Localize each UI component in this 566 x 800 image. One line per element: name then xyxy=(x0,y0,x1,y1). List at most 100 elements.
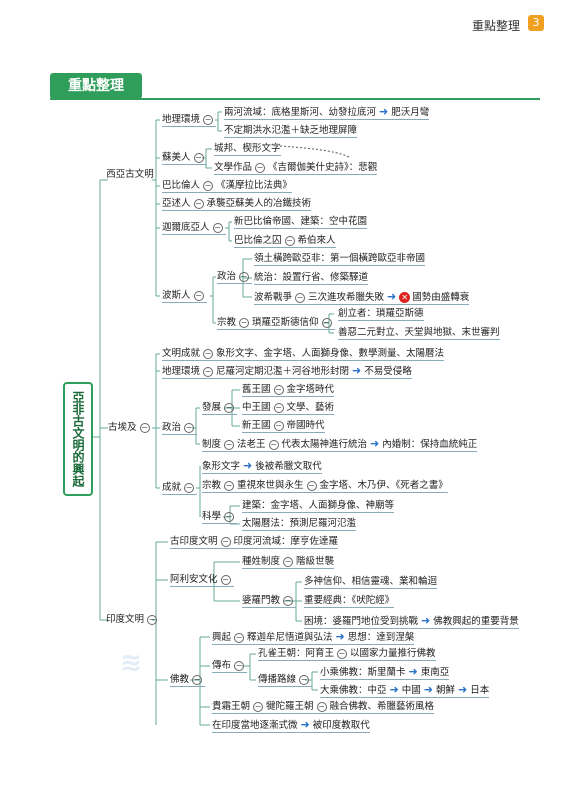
node-aryan: 阿利安文化 xyxy=(170,573,234,587)
collapse-icon[interactable] xyxy=(193,198,204,209)
title-divider xyxy=(50,98,540,100)
collapse-icon[interactable] xyxy=(192,674,203,685)
node-geo-flood: 不定期洪水氾濫＋缺乏地理屏障 xyxy=(224,125,358,138)
collapse-icon[interactable] xyxy=(234,660,245,671)
collapse-icon[interactable] xyxy=(273,384,284,395)
node-egypt-architecture: 建築：金字塔、人面獅身像、神廟等 xyxy=(242,500,395,513)
node-egypt-geo: 地理環境尼羅河定期氾濫＋河谷地形封閉➜不易受侵略 xyxy=(162,364,412,379)
collapse-icon[interactable] xyxy=(139,422,150,433)
node-persia: 波斯人 xyxy=(162,289,207,303)
node-ashoka: 孔雀王朝：阿育王以國家力量推行佛教 xyxy=(258,647,436,661)
node-mahayana: 大乘佛教：中亞➜中國➜朝鮮➜日本 xyxy=(320,683,490,698)
collapse-icon[interactable] xyxy=(184,482,195,493)
node-sumer-script: 城邦、楔形文字 xyxy=(214,143,281,156)
page-title: 重點整理 xyxy=(50,73,142,99)
collapse-icon[interactable] xyxy=(337,648,348,659)
node-brahman-vedas: 重要經典：《吠陀經》 xyxy=(304,595,395,608)
arrow-icon: ➜ xyxy=(387,290,397,303)
node-buddhism-rise: 興起釋迦牟尼悟道與弘法➜思想：達到涅槃 xyxy=(212,630,415,645)
arrow-icon: ➜ xyxy=(408,665,418,678)
arrow-icon: ➜ xyxy=(243,459,253,472)
node-egypt-calendar: 太陽曆法：預測尼羅河氾濫 xyxy=(242,518,357,531)
collapse-icon[interactable] xyxy=(295,292,306,303)
arrow-icon: ➜ xyxy=(421,614,431,627)
node-brahman-crisis: 困境：婆羅門地位受到挑戰➜佛教興起的重要背景 xyxy=(304,614,519,629)
node-old-kingdom: 舊王國金字塔時代 xyxy=(242,383,335,397)
collapse-icon[interactable] xyxy=(203,348,214,359)
node-egypt-culture: 文明成就象形文字、金字塔、人面獅身像、數學測量、太陽曆法 xyxy=(162,347,445,361)
branch-india: 印度文明 xyxy=(106,613,160,626)
node-decline: 在印度當地逐漸式微➜被印度教取代 xyxy=(212,718,370,733)
collapse-icon[interactable] xyxy=(193,290,204,301)
node-brahman-beliefs: 多神信仰、相信靈魂、業和輪迴 xyxy=(304,576,438,589)
collapse-icon[interactable] xyxy=(268,439,279,450)
node-persia-politics: 政治 xyxy=(217,270,253,284)
header-section-title: 重點整理 xyxy=(471,19,520,33)
x-icon: ✕ xyxy=(399,292,411,303)
node-buddhism: 佛教 xyxy=(170,673,206,687)
collapse-icon[interactable] xyxy=(184,422,195,433)
node-egypt-politics: 政治 xyxy=(162,421,198,435)
mindmap-root: 亞非古文明的興起 xyxy=(63,382,93,496)
arrow-icon: ➜ xyxy=(423,683,433,696)
collapse-icon[interactable] xyxy=(212,222,223,233)
collapse-icon[interactable] xyxy=(203,366,214,377)
collapse-icon[interactable] xyxy=(273,420,284,431)
arrow-icon: ➜ xyxy=(300,718,310,731)
node-babylon: 巴比倫人《漢摩拉比法典》 xyxy=(162,179,293,193)
node-hinayana: 小乘佛教：斯里蘭卡➜東南亞 xyxy=(320,665,450,680)
node-persia-founder: 創立者：瑣羅亞斯德 xyxy=(338,308,424,321)
node-egypt-script: 象形文字➜後被希臘文取代 xyxy=(202,459,322,474)
node-caste: 種姓制度階級世襲 xyxy=(242,555,335,569)
node-chaldea: 迦爾底亞人 xyxy=(162,221,226,235)
collapse-icon[interactable] xyxy=(255,162,266,173)
page-number: 3 xyxy=(528,15,544,31)
node-buddhism-spread: 傳布 xyxy=(212,659,248,673)
collapse-icon[interactable] xyxy=(147,614,158,625)
collapse-icon[interactable] xyxy=(220,574,231,585)
collapse-icon[interactable] xyxy=(273,402,284,413)
node-sumer-lit: 文學作品《吉爾伽美什史詩》：悲觀 xyxy=(214,161,378,175)
collapse-icon[interactable] xyxy=(224,402,235,413)
collapse-icon[interactable] xyxy=(234,632,245,643)
node-routes: 傳播路線 xyxy=(258,673,313,687)
branch-egypt: 古埃及 xyxy=(108,421,153,434)
collapse-icon[interactable] xyxy=(239,271,250,282)
collapse-icon[interactable] xyxy=(299,674,310,685)
watermark: ≋ xyxy=(120,648,146,678)
collapse-icon[interactable] xyxy=(193,152,204,163)
node-egypt-dev: 發展 xyxy=(202,401,238,415)
collapse-icon[interactable] xyxy=(283,595,294,606)
node-persia-dualism: 善惡二元對立、天堂與地獄、末世審判 xyxy=(338,327,500,340)
node-geo-river: 兩河流域：底格里斯河、幼發拉底河➜肥沃月彎 xyxy=(224,105,430,120)
collapse-icon[interactable] xyxy=(239,317,250,328)
collapse-icon[interactable] xyxy=(283,556,294,567)
collapse-icon[interactable] xyxy=(224,511,235,522)
arrow-icon: ➜ xyxy=(389,683,399,696)
node-brahmanism: 婆羅門教 xyxy=(242,594,297,608)
collapse-icon[interactable] xyxy=(203,180,214,191)
node-egypt-achieve: 成就 xyxy=(162,481,198,495)
node-egypt-system: 制度法老王代表太陽神進行統治➜內婚制：保持血統純正 xyxy=(202,437,478,452)
collapse-icon[interactable] xyxy=(220,536,231,547)
arrow-icon: ➜ xyxy=(335,630,345,643)
collapse-icon[interactable] xyxy=(224,439,235,450)
collapse-icon[interactable] xyxy=(306,480,317,491)
node-persia-rule: 統治：設置行省、修築驛道 xyxy=(254,272,369,285)
node-persia-religion: 宗教瑣羅亞斯德信仰 xyxy=(217,316,335,330)
node-assyria: 亞述人承襲亞蘇美人的冶鐵技術 xyxy=(162,197,312,211)
collapse-icon[interactable] xyxy=(224,480,235,491)
collapse-icon[interactable] xyxy=(253,701,264,712)
node-kushan: 貴霜王朝犍陀羅王朝融合佛教、希臘藝術風格 xyxy=(212,700,435,714)
collapse-icon[interactable] xyxy=(321,317,332,328)
node-egypt-religion: 宗教重視來世與永生金字塔、木乃伊、《死者之書》 xyxy=(202,479,448,493)
node-ancient-india: 古印度文明印度河流域：摩亨佐達羅 xyxy=(170,535,339,549)
arrow-icon: ➜ xyxy=(370,437,380,450)
node-egypt-science: 科學 xyxy=(202,510,238,524)
node-sumer: 蘇美人 xyxy=(162,151,207,165)
collapse-icon[interactable] xyxy=(316,701,327,712)
node-mid-kingdom: 中王國文學、藝術 xyxy=(242,401,335,415)
node-persia-territory: 領土橫跨歐亞非：第一個橫跨歐亞非帝國 xyxy=(254,253,426,266)
collapse-icon[interactable] xyxy=(203,114,214,125)
collapse-icon[interactable] xyxy=(284,235,295,246)
